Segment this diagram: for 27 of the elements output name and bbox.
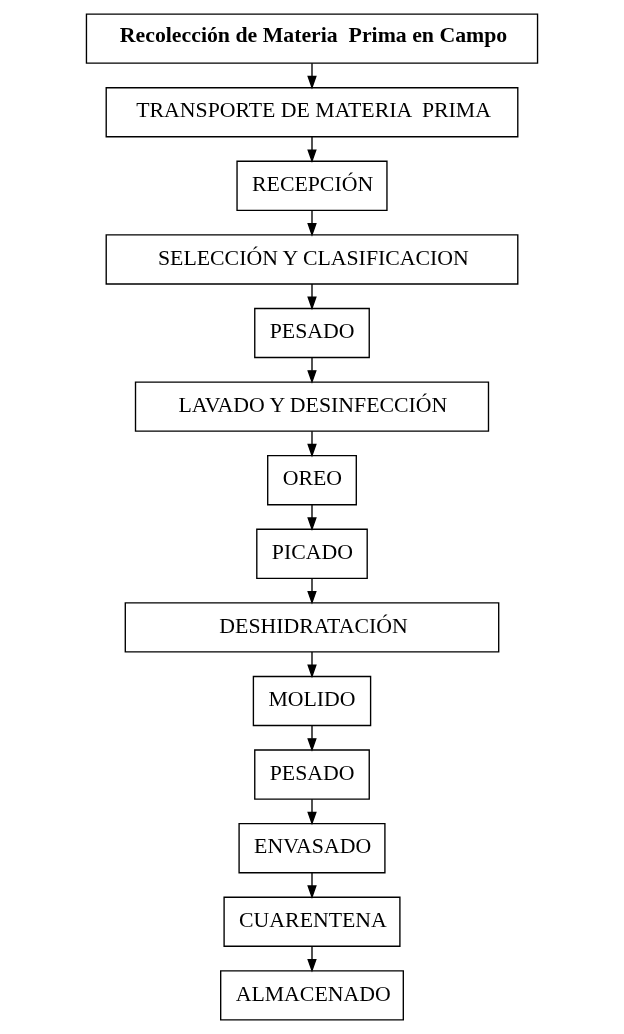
arrow (307, 577, 317, 605)
arrow (307, 798, 317, 826)
node-box: DESHIDRATACIÓN (124, 602, 500, 653)
arrow (307, 504, 317, 531)
node-box: RECEPCIÓN (236, 160, 388, 212)
node-box: SELECCIÓN Y CLASIFICACION (105, 234, 519, 285)
arrow (307, 62, 317, 90)
node-box: MOLIDO (252, 675, 372, 727)
node-box: CUARENTENA (223, 896, 401, 947)
node-box: TRANSPORTE DE MATERIA PRIMA (105, 87, 519, 138)
node-box: PESADO (254, 749, 370, 800)
arrow (307, 283, 317, 311)
node-box: Recolección de Materia Prima en Campo (85, 13, 539, 64)
arrow (307, 872, 317, 899)
arrow (307, 430, 317, 458)
arrow (307, 651, 317, 679)
node-box: LAVADO Y DESINFECCIÓN (134, 381, 490, 432)
node-box: ALMACENADO (220, 970, 404, 1021)
node-box: PESADO (254, 307, 370, 359)
node-box: PICADO (256, 528, 368, 579)
arrow (307, 136, 317, 164)
node-box: ENVASADO (238, 822, 386, 874)
arrow (307, 724, 317, 752)
arrow (307, 209, 317, 237)
arrow (307, 945, 317, 973)
node-box: OREO (267, 455, 357, 506)
arrow (307, 356, 317, 384)
